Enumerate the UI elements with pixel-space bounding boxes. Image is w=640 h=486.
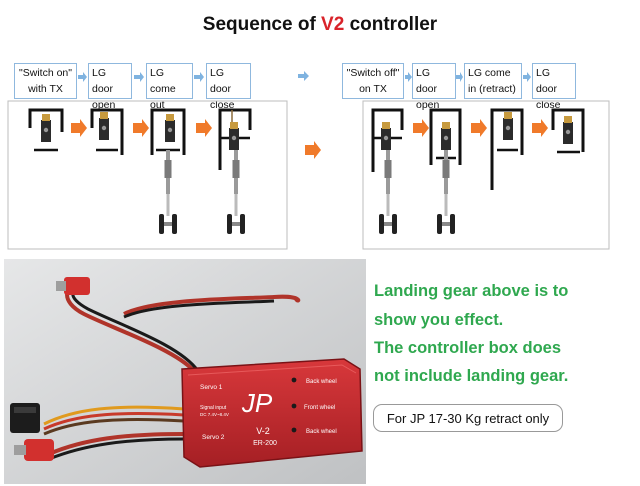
controller-back-wheel-label: Back wheel [306, 379, 337, 385]
controller-logo: JP [241, 388, 273, 418]
note-line-1: Landing gear above is to [374, 282, 569, 300]
controller-front-wheel-label: Front wheel [304, 405, 335, 411]
sequence-diagram [7, 71, 610, 250]
panel-transition-arrow [305, 141, 321, 159]
controller-signal-label: Signal input [200, 405, 227, 411]
sequence-on-panel [7, 100, 288, 250]
step-switch-off: "Switch off"on TX [342, 63, 404, 99]
sequence-off-panel [362, 100, 610, 250]
note-line-2: show you effect. [374, 311, 504, 329]
controller-back-wheel-2-label: Back wheel [306, 429, 337, 435]
controller-servo1-label: Servo 1 [200, 384, 223, 391]
flow-arrows [78, 71, 531, 82]
controller-voltage-label: DC 7.4V~8.4V [200, 412, 229, 417]
step-switch-on: "Switch on"with TX [14, 63, 77, 99]
scope-note: For JP 17-30 Kg retract only [373, 404, 563, 432]
title-accent: V2 [321, 14, 345, 35]
note-line-4: not include landing gear. [374, 367, 569, 385]
controller-servo2-label: Servo 2 [202, 434, 225, 441]
sequence-off-frames [371, 108, 585, 190]
sequence-on-frames [28, 108, 252, 170]
page-title: Sequence of V2 controller [202, 14, 438, 35]
controller-model: V-2 [256, 426, 270, 436]
controller-photo: Servo 1 Signal input DC 7.4V~8.4V Servo … [4, 259, 366, 484]
sequence-off-arrows [413, 119, 548, 137]
sequence-on-gears [159, 150, 245, 234]
note-line-3: The controller box does [374, 339, 562, 357]
controller-led-holes [291, 377, 297, 433]
sequence-off-gears [379, 150, 455, 234]
controller-code: ER-200 [253, 440, 277, 447]
